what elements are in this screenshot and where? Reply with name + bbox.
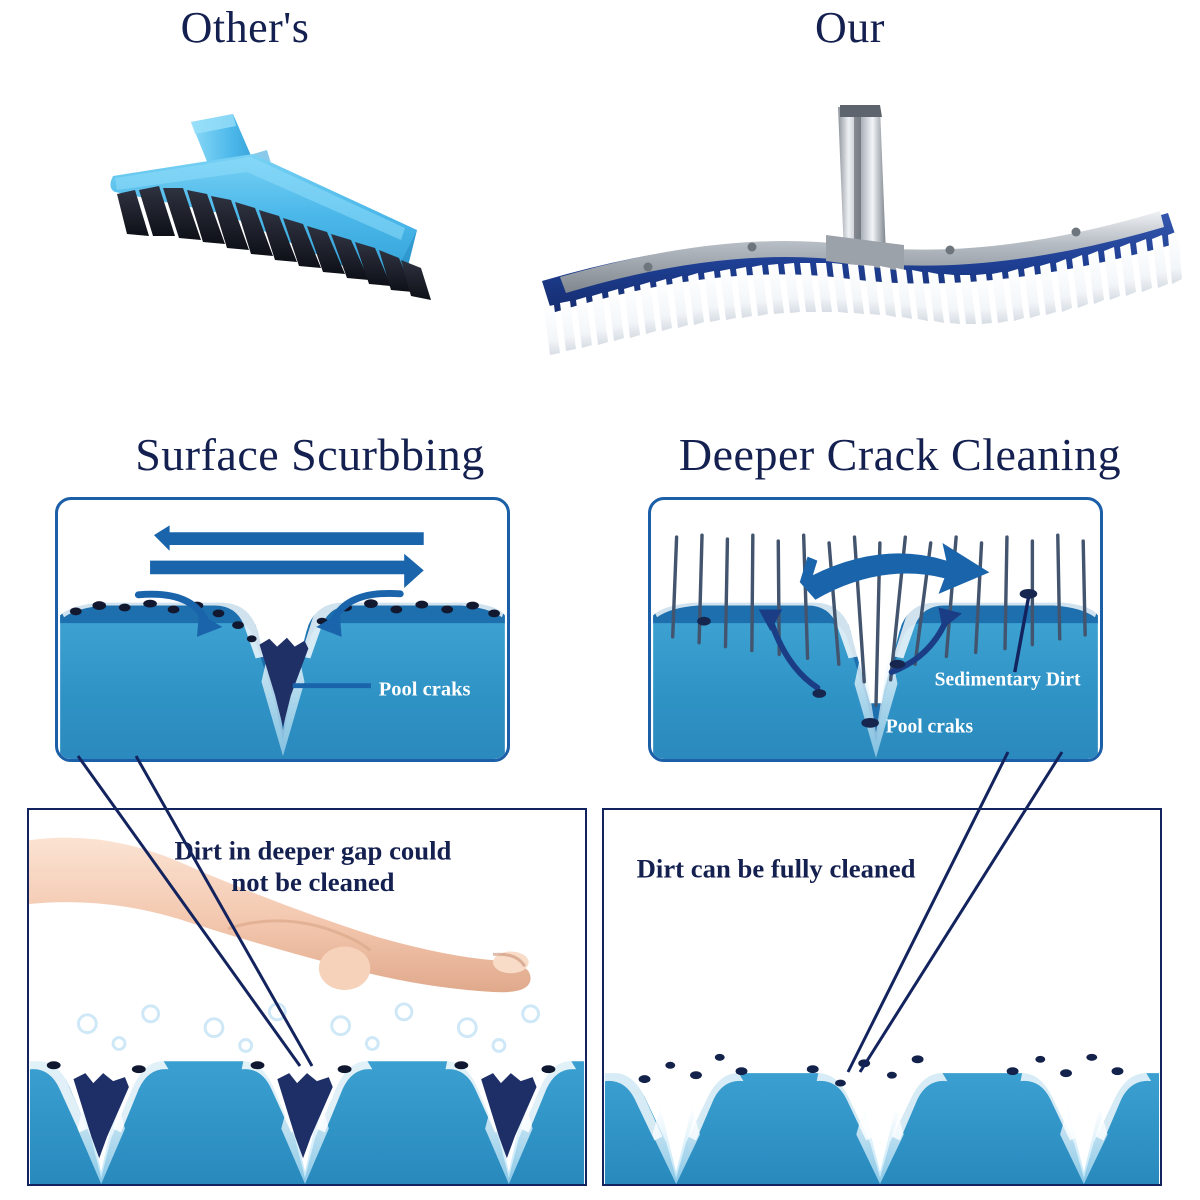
photo-caption-line1: Dirt in deeper gap could [174, 835, 451, 865]
photo-caption-line1: Dirt can be fully cleaned [637, 853, 916, 883]
pool-brush-bristles [544, 231, 1182, 355]
section-heading-deeper-crack-cleaning: Deeper Crack Cleaning [678, 429, 1122, 480]
diagram-panel-deeper-crack-cleaning: Sedimentary Dirt Pool craks [648, 497, 1103, 762]
curved-double-arrow-icon [799, 543, 990, 600]
crack-dirt [259, 637, 309, 727]
diagram-panel-surface-scrubbing: Pool craks [55, 497, 510, 762]
product-image-others [105, 110, 465, 330]
page-title-others: Other's [180, 3, 310, 52]
photo-caption-line2: not be cleaned [231, 867, 394, 897]
pool-brush-handle-socket [838, 105, 886, 255]
pool-brush-back-bar [560, 211, 1164, 293]
crack-label-text: Pool craks [886, 717, 974, 738]
dirt-lift-arrowhead-right [938, 607, 962, 630]
lifted-dirt-specks [697, 588, 1038, 728]
sweep-arrow-right [150, 553, 424, 588]
deflection-arrowhead-right [316, 613, 342, 637]
sweep-arrow-left [153, 525, 424, 551]
product-image-our [520, 95, 1190, 360]
sedimentary-dirt-pointer [1013, 597, 1031, 673]
sedimentary-dirt-label: Sedimentary Dirt [935, 670, 1081, 691]
tile-surface-grooves [604, 1070, 1160, 1184]
crack-label-text: Pool craks [379, 678, 471, 700]
photo-panel-dirt-not-cleaned: Dirt in deeper gap could not be cleaned [27, 808, 587, 1186]
brush-bristle-lines [670, 533, 1087, 707]
deflection-arrowhead-left [196, 613, 223, 637]
photo-panel-dirt-fully-cleaned: Dirt can be fully cleaned [602, 808, 1162, 1186]
dirt-lift-arrowhead-left [758, 609, 783, 631]
page-title-our: Our [815, 3, 885, 52]
trapped-dirt [73, 1073, 537, 1159]
grout-brush-bristles [117, 186, 431, 300]
section-heading-surface-scrubbing: Surface Scurbbing [135, 429, 485, 480]
